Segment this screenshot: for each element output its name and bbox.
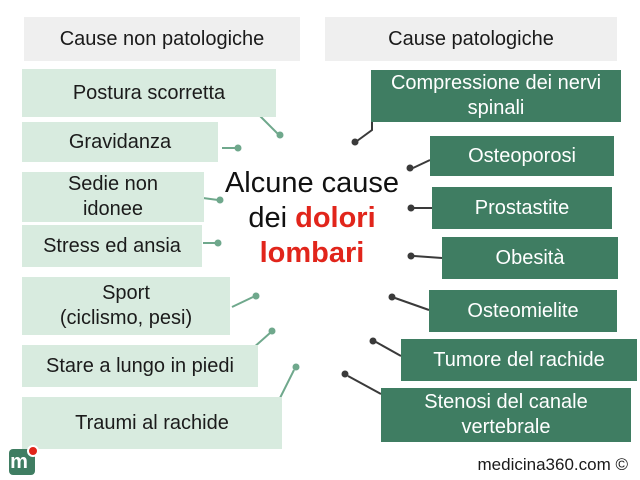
connector-dot-right-2 (406, 164, 414, 172)
cause-label-line2: (ciclismo, pesi) (59, 307, 193, 329)
cause-label: Postura scorretta (72, 81, 226, 104)
connector-dot-right-3 (407, 204, 415, 212)
cause-label-line1: Compressione dei nervi (390, 72, 602, 94)
center-title-highlight-2: lombari (259, 237, 365, 269)
cause-box-stress: Stress ed ansia (22, 225, 202, 267)
connector-right-5 (394, 297, 430, 311)
connector-dot-right-6 (369, 337, 377, 345)
connector-dot-right-5 (388, 293, 396, 301)
center-title: Alcune cause dei dolori lombari (214, 166, 410, 271)
cause-label-line1: Sport (102, 282, 150, 304)
cause-label: Stare a lungo in piedi (46, 354, 234, 377)
cause-label: Tumore del rachide (433, 348, 605, 371)
connector-dot-left-6 (268, 327, 276, 335)
cause-label-line2: idonee (82, 198, 144, 220)
header-pathological: Cause patologiche (325, 17, 617, 61)
connector-dot-right-7 (341, 370, 349, 378)
cause-label: Stress ed ansia (43, 234, 181, 257)
cause-box-postura: Postura scorretta (22, 69, 276, 117)
header-non-pathological: Cause non patologiche (24, 17, 300, 61)
connector-dot-left-1 (276, 131, 284, 139)
connector-right-1 (356, 121, 373, 142)
connector-left-1 (257, 113, 279, 135)
connector-right-2 (412, 159, 431, 169)
cause-box-traumi: Traumi al rachide (22, 397, 282, 449)
connector-right-6 (375, 341, 402, 357)
cause-label: Gravidanza (68, 130, 172, 153)
brand-logo-dot-icon (27, 445, 39, 457)
center-title-line2: dei dolori (214, 201, 410, 236)
cause-box-sport: Sport (ciclismo, pesi) (22, 277, 230, 335)
connector-dot-left-7 (292, 363, 300, 371)
connector-left-5 (231, 296, 254, 308)
cause-label-line1: Sedie non (67, 173, 159, 195)
cause-box-obesita: Obesità (442, 237, 618, 279)
connector-dot-left-5 (252, 292, 260, 300)
cause-box-compressione: Compressione dei nervi spinali (371, 70, 621, 122)
connector-dot-left-4 (214, 239, 222, 247)
connector-dot-right-4 (407, 252, 415, 260)
connector-right-4 (413, 255, 443, 259)
cause-label: Osteoporosi (468, 144, 576, 167)
cause-label: Traumi al rachide (75, 411, 229, 434)
connector-dot-right-1 (351, 138, 359, 146)
cause-box-prostastite: Prostastite (432, 187, 612, 229)
cause-label-line2: spinali (467, 97, 525, 119)
cause-box-osteoporosi: Osteoporosi (430, 136, 614, 176)
connector-left-7 (279, 369, 295, 399)
brand-logo-letter: m (10, 451, 28, 473)
cause-box-tumore: Tumore del rachide (401, 339, 637, 381)
connector-dot-left-2 (234, 144, 242, 152)
center-title-highlight-1: dolori (295, 202, 376, 234)
cause-label-line2: vertebrale (461, 416, 551, 438)
cause-box-stenosi: Stenosi del canale vertebrale (381, 388, 631, 442)
connector-right-7 (347, 375, 382, 395)
cause-box-sedie: Sedie non idonee (22, 172, 204, 222)
cause-box-osteomielite: Osteomielite (429, 290, 617, 332)
center-title-prefix: dei (248, 202, 288, 234)
brand-logo: m (9, 445, 39, 475)
center-title-line1: Alcune cause (224, 167, 400, 199)
cause-box-stare-in-piedi: Stare a lungo in piedi (22, 345, 258, 387)
connector-dot-left-3 (216, 196, 224, 204)
cause-label-line1: Stenosi del canale (424, 391, 588, 413)
cause-label: Prostastite (474, 196, 570, 219)
cause-label: Obesità (495, 246, 565, 269)
cause-label: Osteomielite (467, 299, 579, 322)
brand-copyright: medicina360.com © (477, 455, 629, 474)
connector-left-3 (202, 197, 219, 201)
